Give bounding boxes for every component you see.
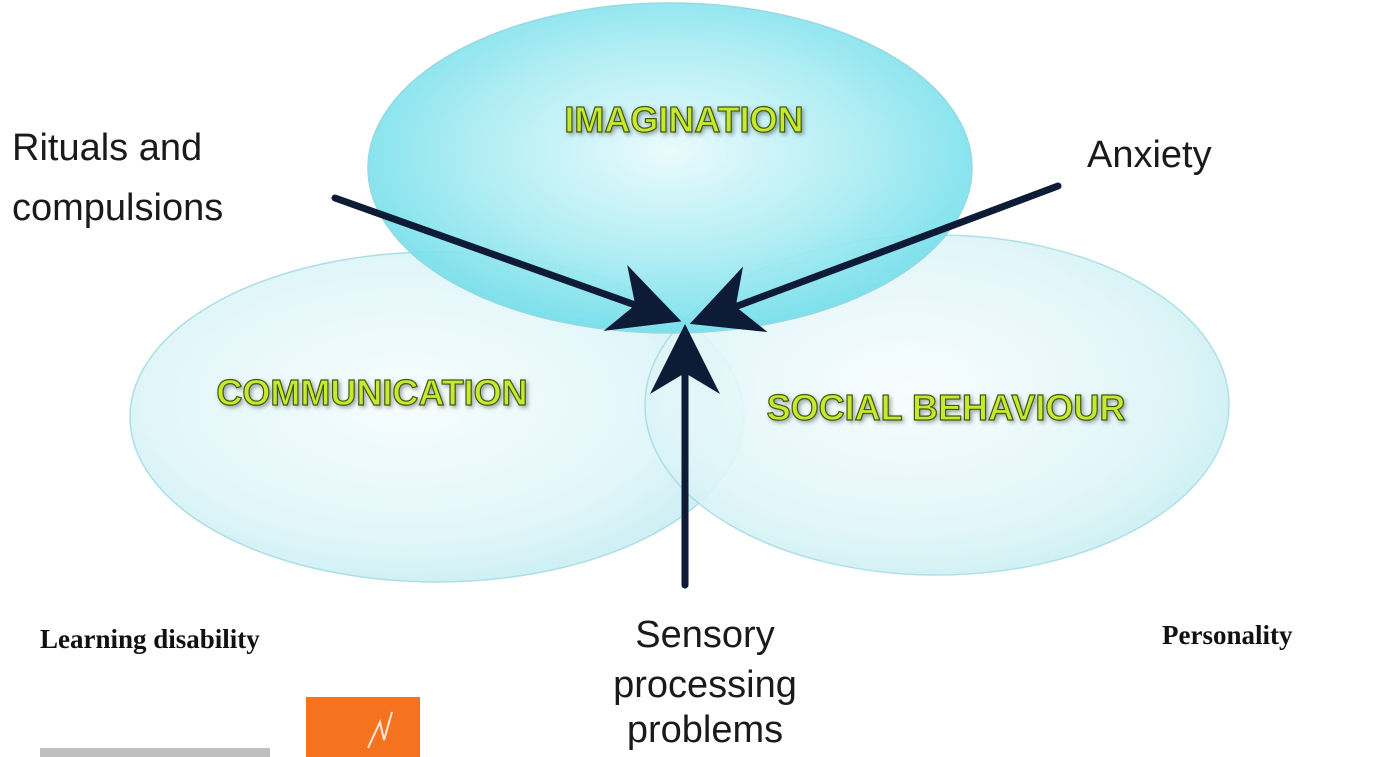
- anxiety-label: Anxiety: [1087, 134, 1212, 176]
- learning-disability-label: Learning disability: [40, 624, 260, 654]
- anxiety-arrow: [689, 182, 1062, 333]
- imagination-circle: [367, 2, 973, 334]
- rituals-label-line1: Rituals and: [12, 127, 202, 169]
- rituals-label-line2: compulsions: [12, 187, 223, 229]
- sensory-label-line2: processing: [613, 664, 797, 706]
- social-behaviour-label: SOCIAL BEHAVIOUR: [767, 387, 1126, 428]
- logo-image: [306, 697, 420, 757]
- imagination-label: IMAGINATION: [564, 99, 803, 140]
- personality-label: Personality: [1162, 620, 1293, 650]
- bottom-left-fragment: [40, 748, 270, 757]
- rituals-arrow: [331, 194, 682, 331]
- sensory-label-line1: Sensory: [635, 614, 774, 656]
- sensory-label-line3: problems: [627, 709, 783, 751]
- communication-label: COMMUNICATION: [216, 372, 527, 413]
